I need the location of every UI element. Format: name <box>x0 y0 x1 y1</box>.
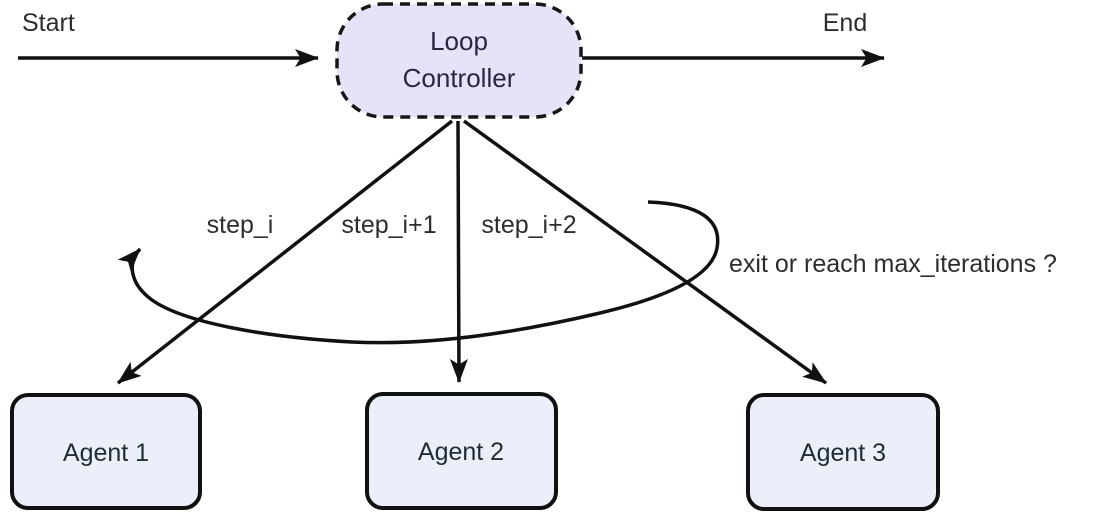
loop-controller-node: Loop Controller <box>335 2 583 119</box>
loop-controller-label-line1: Loop <box>430 26 488 56</box>
edge-label-step-i: step_i <box>207 211 274 239</box>
loop-condition-label: exit or reach max_iterations ? <box>729 250 1057 278</box>
agent1-label: Agent 1 <box>63 439 149 467</box>
edge-to-agent1 <box>116 119 454 385</box>
start-label: Start <box>22 9 75 37</box>
agent2-label: Agent 2 <box>418 438 504 466</box>
loop-back-arc <box>117 200 720 345</box>
agent1-shape <box>10 393 202 510</box>
loop-controller-shape <box>335 2 583 119</box>
end-label: End <box>823 9 867 37</box>
agent2-node: Agent 2 <box>365 392 558 510</box>
agent3-label: Agent 3 <box>800 439 886 467</box>
agent3-shape <box>746 393 940 511</box>
edge-label-step-i-plus-2: step_i+2 <box>481 211 576 239</box>
edge-to-agent2 <box>449 120 468 383</box>
agent2-shape <box>365 392 558 510</box>
edge-label-step-i-plus-1: step_i+1 <box>341 211 436 239</box>
agent3-node: Agent 3 <box>746 393 940 511</box>
edge-to-agent3 <box>462 119 828 385</box>
agent1-node: Agent 1 <box>10 393 202 510</box>
loop-controller-label-line2: Controller <box>403 63 516 93</box>
